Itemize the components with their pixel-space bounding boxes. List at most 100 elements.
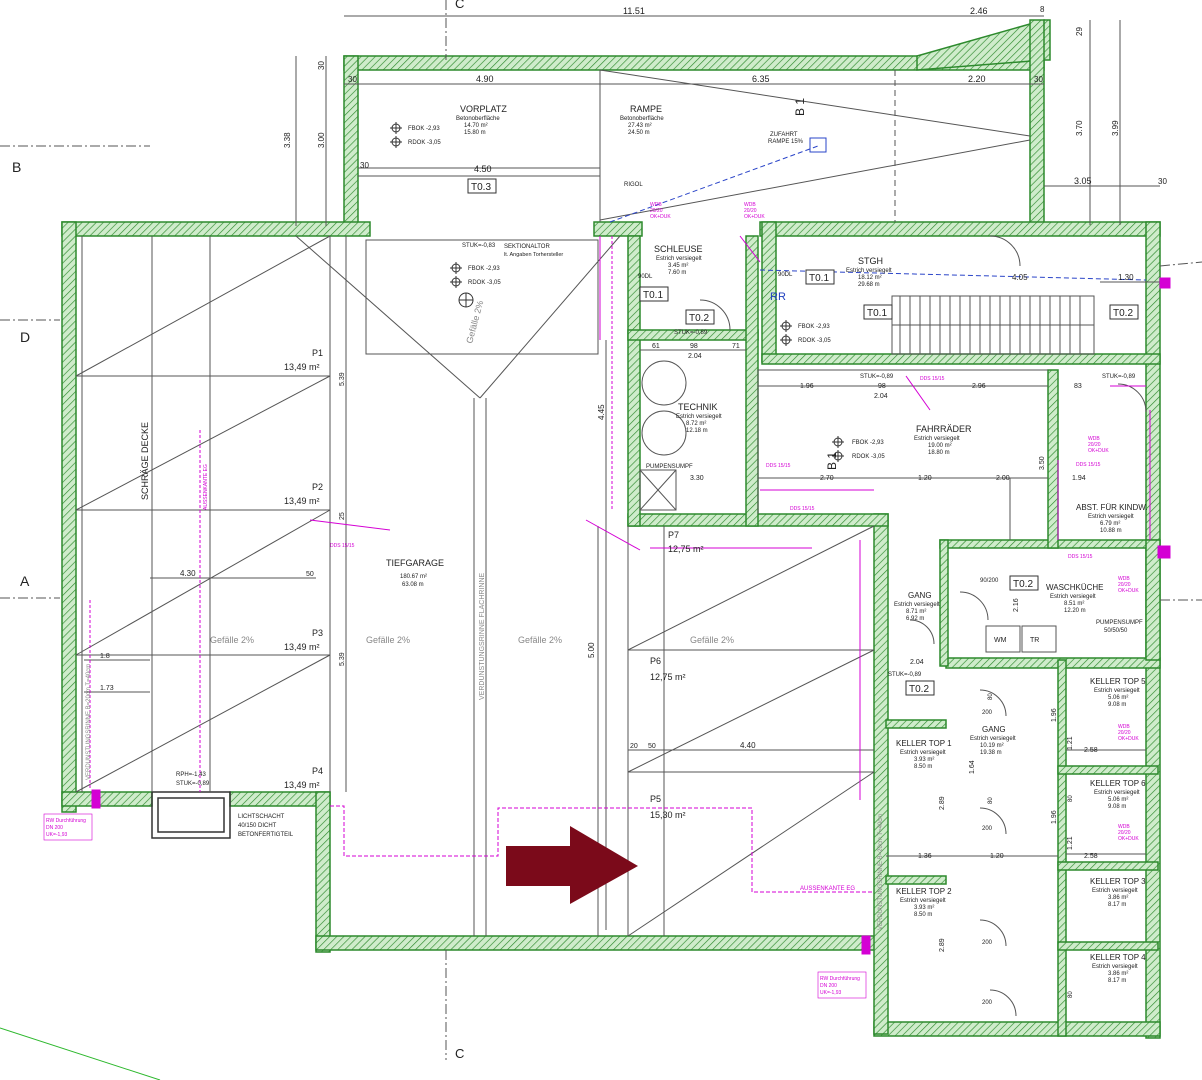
room-sub: Estrich versiegelt <box>970 736 1016 742</box>
level-fbok: FBOK -2,93 <box>798 324 830 330</box>
parking-area: 15,30 m² <box>650 810 686 820</box>
drain-label: UK=-1,93 <box>46 832 67 838</box>
aussenkante-label: AUSSENKANTE EG <box>203 464 209 510</box>
room-perim: 8.50 m <box>914 912 932 918</box>
wdb-label: WDB <box>650 202 662 208</box>
dim: 30 <box>317 61 326 70</box>
dim: 2.20 <box>968 74 986 84</box>
section-label-d: D <box>20 329 30 345</box>
svg-text:2.04: 2.04 <box>874 393 888 400</box>
rigol-label: RIGOL <box>624 182 643 188</box>
room-perim: 10.88 m <box>1100 528 1122 534</box>
dds-label: DDS 15/15 <box>920 376 945 382</box>
wdb-label: WDB <box>1118 724 1130 730</box>
direction-arrow-icon <box>506 826 638 904</box>
dryer-label: TR <box>1030 637 1039 644</box>
gefaelle-label: Gefälle 2% <box>366 635 410 645</box>
parking-area: 13,49 m² <box>284 496 320 506</box>
svg-text:2.16: 2.16 <box>1013 598 1020 612</box>
dim: 30 <box>360 161 369 170</box>
svg-text:50: 50 <box>306 571 314 578</box>
wdb-label: 20/20 <box>1118 582 1131 588</box>
section-label-c-bottom: C <box>455 1046 464 1061</box>
dim: 6.35 <box>752 74 770 84</box>
parking-id: P4 <box>312 766 323 776</box>
room-name-keller4: KELLER TOP 4 <box>1090 953 1146 962</box>
parking-id: P7 <box>668 530 679 540</box>
svg-text:2.58: 2.58 <box>1084 853 1098 860</box>
tag-t02: T0.2 <box>909 684 929 695</box>
tag-t02: T0.2 <box>1113 308 1133 319</box>
svg-text:80: 80 <box>988 693 994 700</box>
room-perim: 24.50 m <box>628 130 650 136</box>
tag-box <box>863 304 893 320</box>
drain-label: RW Durchführung <box>46 818 86 824</box>
parking-id: P6 <box>650 656 661 666</box>
dds-label: DDS 15/15 <box>1076 462 1101 468</box>
parking-id: P3 <box>312 628 323 638</box>
parking-id: P5 <box>650 794 661 804</box>
aussenkante-label: AUSSENKANTE EG <box>800 886 855 892</box>
zufahrt-label: RAMPE 15% <box>768 139 804 145</box>
room-perim: 29.68 m <box>858 282 880 288</box>
stuk-label: STUK=-0,89 <box>674 330 708 336</box>
room-sub: Estrich versiegelt <box>676 414 722 420</box>
svg-text:1.8: 1.8 <box>100 653 110 660</box>
gefaelle-label: Gefälle 2% <box>518 635 562 645</box>
wdb-label: WDB <box>744 202 756 208</box>
room-sub: Estrich versiegelt <box>894 602 940 608</box>
svg-text:1.96: 1.96 <box>1051 810 1058 824</box>
room-area: 3.93 m² <box>914 905 934 911</box>
room-area: 3.86 m² <box>1108 895 1128 901</box>
stuk-label: STUK=-0,89 <box>176 781 210 787</box>
sektionaltor-note: lt. Angaben Torhersteller <box>504 252 563 258</box>
room-perim: 18.80 m <box>928 450 950 456</box>
rr-label: RR <box>770 291 786 303</box>
room-perim: 8.17 m <box>1108 902 1126 908</box>
room-name-rampe: RAMPE <box>630 104 662 114</box>
level-fbok: FBOK -2,93 <box>468 266 500 272</box>
dim: 5.00 <box>587 642 596 658</box>
room-area: 14.70 m² <box>464 123 488 129</box>
room-perim: 7.60 m <box>668 270 686 276</box>
room-name-gang: GANG <box>908 591 932 600</box>
svg-text:3.30: 3.30 <box>690 475 704 482</box>
parking-area: 12,75 m² <box>668 544 704 554</box>
room-sub: Estrich versiegelt <box>1094 790 1140 796</box>
lichtschacht-label: BETONFERTIGTEIL <box>238 832 294 838</box>
svg-text:2.58: 2.58 <box>1084 747 1098 754</box>
level-rdok: RDOK -3,05 <box>852 454 885 460</box>
svg-text:5.39: 5.39 <box>339 372 346 386</box>
wdb-label: 20/20 <box>1118 830 1131 836</box>
wdb-label: OK+DUK <box>650 214 671 220</box>
dim: 30 <box>1158 177 1167 186</box>
level-markers <box>390 122 844 462</box>
parking-area: 12,75 m² <box>650 672 686 682</box>
svg-text:4.30: 4.30 <box>180 569 196 578</box>
room-name-keller2: KELLER TOP 2 <box>896 887 952 896</box>
room-area: 180.67 m² <box>400 574 427 580</box>
tag-box <box>685 309 715 325</box>
level-fbok: FBOK -2,93 <box>852 440 884 446</box>
room-name-fahrraeder: FAHRRÄDER <box>916 424 972 434</box>
svg-text:5.39: 5.39 <box>339 652 346 666</box>
tag-box <box>467 178 497 194</box>
svg-text:3.50: 3.50 <box>1039 456 1046 470</box>
dim: 3.70 <box>1075 120 1084 136</box>
pumpensumpf-label: PUMPENSUMPF <box>1096 620 1143 626</box>
svg-text:1.20: 1.20 <box>990 853 1004 860</box>
stuk-label: STUK=-0,83 <box>462 243 496 249</box>
dim: 8 <box>1040 5 1045 14</box>
dim: 3.05 <box>1074 176 1092 186</box>
parking-id: P2 <box>312 482 323 492</box>
tag-t01: T0.1 <box>809 273 829 284</box>
room-name-waschkueche: WASCHKÜCHE <box>1046 583 1103 592</box>
svg-text:71: 71 <box>732 343 740 350</box>
gefaelle-label: Gefälle 2% <box>464 299 485 344</box>
gefaelle-label: Gefälle 2% <box>210 635 254 645</box>
svg-text:80: 80 <box>1068 991 1074 998</box>
wdb-label: OK+DUK <box>1118 588 1139 594</box>
room-sub: Estrich versiegelt <box>900 750 946 756</box>
room-name-tiefgarage: TIEFGARAGE <box>386 558 444 568</box>
dim: 29 <box>1075 27 1084 36</box>
